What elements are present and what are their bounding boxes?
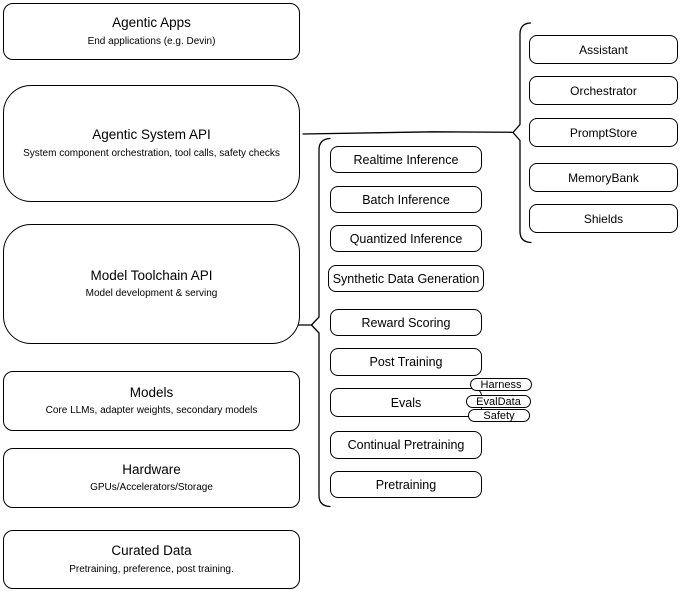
node-reward-scoring: Reward Scoring <box>330 309 482 336</box>
node-shields: Shields <box>529 204 678 233</box>
tag-label: EvalData <box>476 395 521 408</box>
tag-label: Safety <box>483 409 515 422</box>
node-evals: Evals <box>330 388 482 417</box>
node-label: MemoryBank <box>568 170 639 185</box>
node-title: Hardware <box>122 461 181 477</box>
node-label: Quantized Inference <box>349 231 463 246</box>
node-realtime-inference: Realtime Inference <box>330 146 482 173</box>
node-label: Pretraining <box>375 477 437 492</box>
node-orchestrator: Orchestrator <box>529 76 678 105</box>
node-label: Post Training <box>369 355 443 369</box>
node-subtitle: Core LLMs, adapter weights, secondary mo… <box>45 405 258 417</box>
tag-label: Harness <box>480 378 522 391</box>
node-continual-pretraining: Continual Pretraining <box>330 431 482 459</box>
node-subtitle: Pretraining, preference, post training. <box>69 563 234 575</box>
node-curated-data: Curated Data Pretraining, preference, po… <box>3 530 300 589</box>
node-label: Evals <box>390 395 422 410</box>
node-model-toolchain-api: Model Toolchain API Model development & … <box>3 224 300 344</box>
node-label: Realtime Inference <box>353 152 459 167</box>
tag-evaldata: EvalData <box>466 395 531 408</box>
node-label: Orchestrator <box>570 83 637 98</box>
node-label: Assistant <box>579 42 628 57</box>
node-agentic-apps: Agentic Apps End applications (e.g. Devi… <box>3 3 300 60</box>
node-subtitle: System component orchestration, tool cal… <box>23 147 280 159</box>
node-title: Agentic Apps <box>112 15 191 31</box>
node-label: Shields <box>583 211 624 226</box>
tag-safety: Safety <box>468 409 530 422</box>
node-subtitle: Model development & serving <box>85 288 218 300</box>
node-title: Agentic System API <box>92 127 211 143</box>
node-models: Models Core LLMs, adapter weights, secon… <box>3 371 300 431</box>
node-hardware: Hardware GPUs/Accelerators/Storage <box>3 448 300 508</box>
node-label: Synthetic Data Generation <box>332 271 480 286</box>
connector-system-api-to-right-group <box>302 131 513 135</box>
node-promptstore: PromptStore <box>529 118 678 147</box>
middle-group-bracket <box>310 137 331 508</box>
node-batch-inference: Batch Inference <box>330 186 482 213</box>
node-title: Curated Data <box>111 543 192 559</box>
node-label: Batch Inference <box>362 192 450 207</box>
node-subtitle: GPUs/Accelerators/Storage <box>90 482 213 494</box>
node-post-training: Post Training <box>330 348 482 376</box>
tag-harness: Harness <box>470 378 532 391</box>
node-label: Reward Scoring <box>361 315 451 330</box>
node-label: Continual Pretraining <box>347 438 465 452</box>
node-memorybank: MemoryBank <box>529 163 678 192</box>
node-title: Models <box>129 384 174 400</box>
node-title: Model Toolchain API <box>90 267 213 283</box>
node-agentic-system-api: Agentic System API System component orch… <box>3 85 300 202</box>
node-quantized-inference: Quantized Inference <box>330 225 482 252</box>
node-label: PromptStore <box>569 125 638 140</box>
node-assistant: Assistant <box>529 35 678 64</box>
node-subtitle: End applications (e.g. Devin) <box>87 35 216 47</box>
node-pretraining: Pretraining <box>330 471 482 498</box>
node-synthetic-data-generation: Synthetic Data Generation <box>328 265 484 292</box>
